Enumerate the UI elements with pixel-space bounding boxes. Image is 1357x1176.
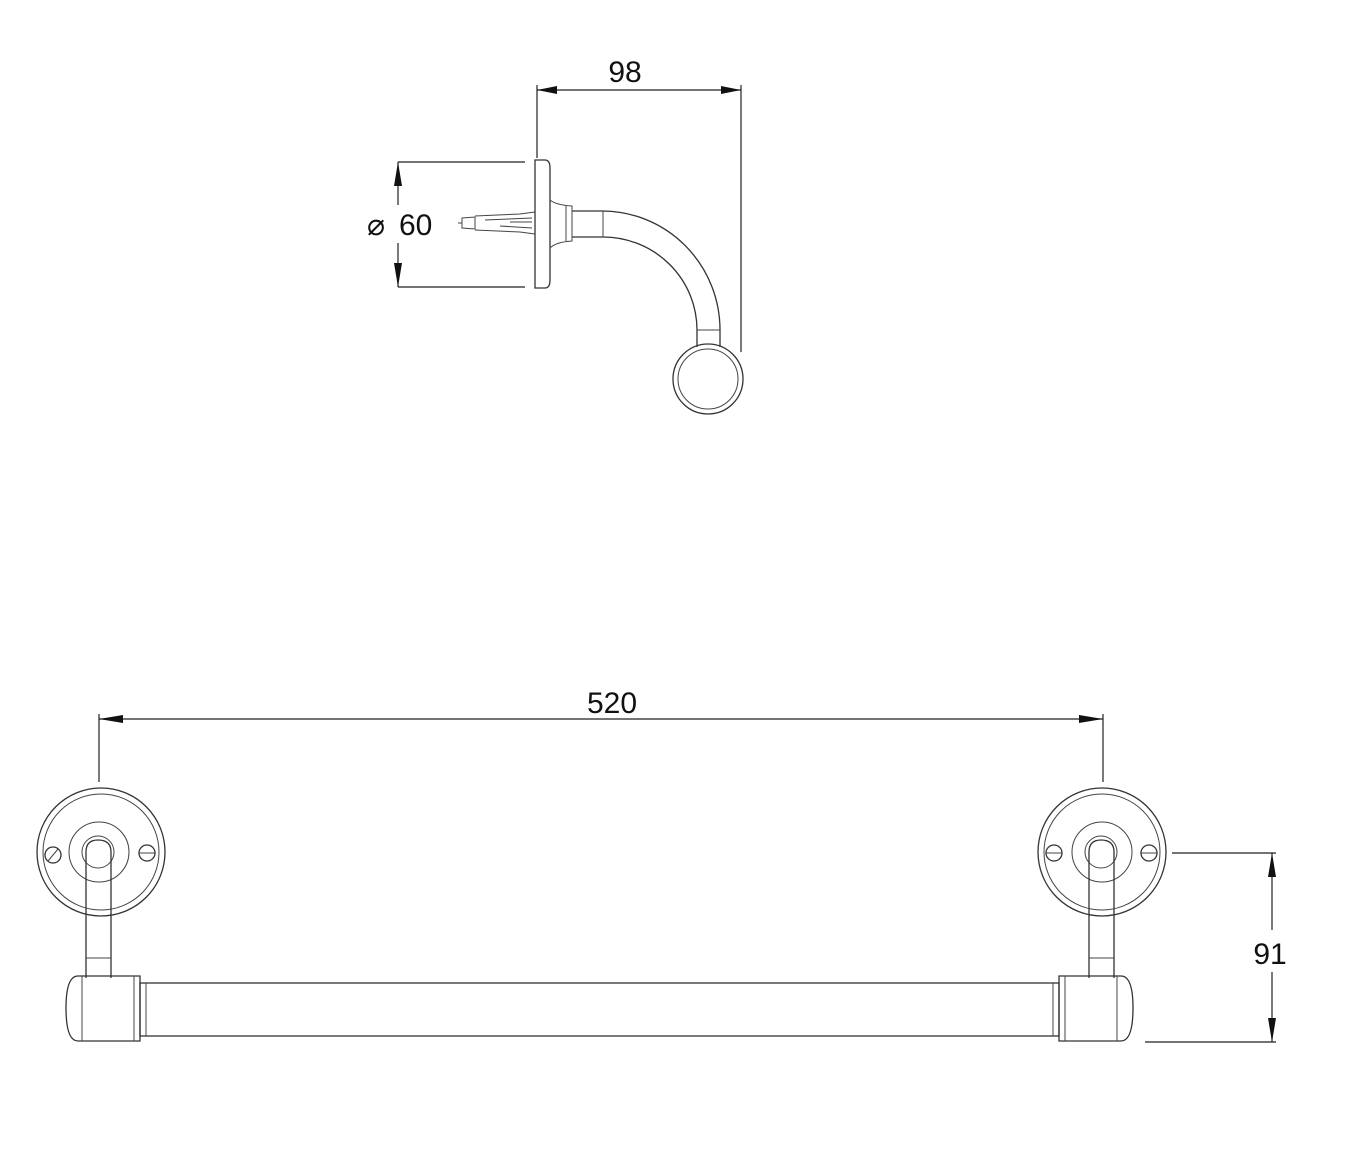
left-end-cap [65,975,141,1042]
screw-icon [1045,844,1063,862]
height-dimension: 91 [1145,852,1287,1043]
height-dimension-label: 91 [1253,938,1286,971]
screw-icon [44,846,62,864]
side-view: 98 ⌀ 60 [367,56,744,415]
right-bracket [1037,787,1167,978]
bracket-arm [572,210,721,347]
diameter-dimension-label: 60 [399,209,432,242]
wall-flange [534,159,573,289]
diameter-symbol: ⌀ [367,209,385,242]
right-end-cap [1058,975,1134,1042]
towel-rail-bar [139,982,1060,1037]
screw-icon [1140,844,1158,862]
front-view: 520 91 [36,687,1287,1043]
left-bracket [36,787,166,978]
wall-anchor [458,211,536,235]
length-dimension-label: 520 [587,687,637,720]
length-dimension: 520 [98,687,1104,782]
diameter-dimension: ⌀ 60 [367,161,525,288]
rail-end-section [672,343,744,415]
screw-icon [138,844,156,862]
depth-dimension: 98 [536,56,742,352]
depth-dimension-label: 98 [608,56,641,89]
